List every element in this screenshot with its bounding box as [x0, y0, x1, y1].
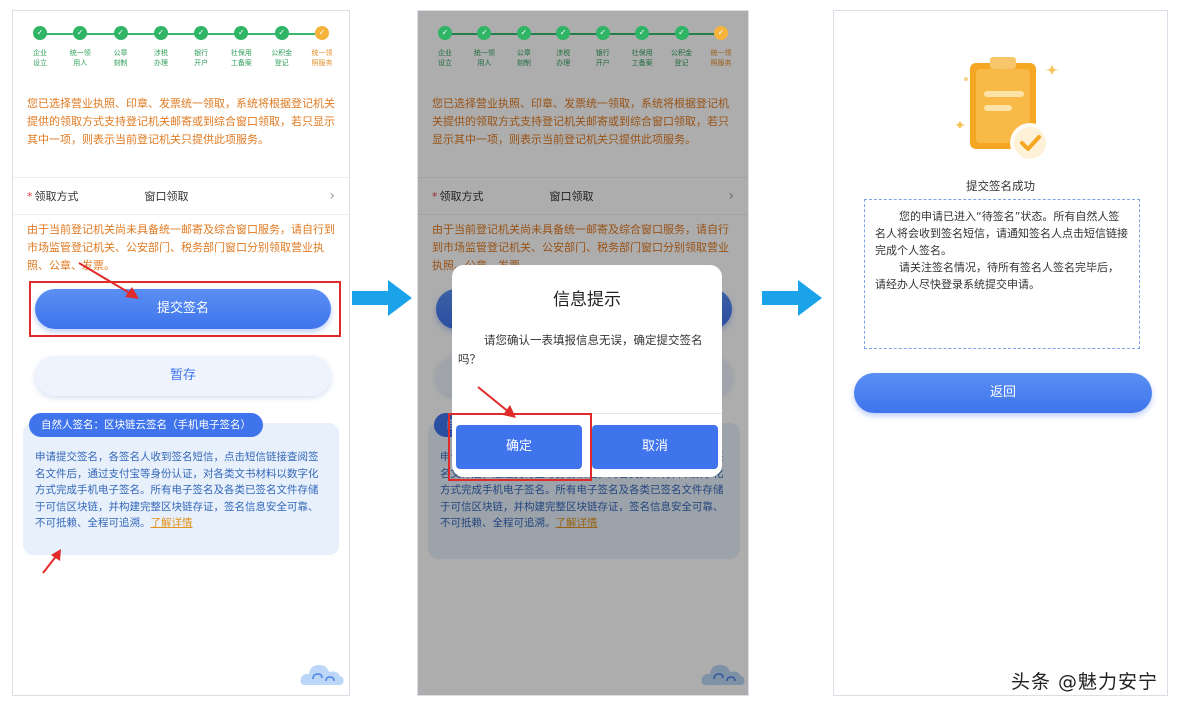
step-label: 企业 设立: [438, 49, 452, 67]
check-icon: ✓: [595, 26, 610, 40]
dialog-title: 信息提示: [553, 290, 621, 310]
step-label: 统一领 照服务: [710, 49, 732, 67]
step-6: ✓ 社保用 工备案: [224, 11, 258, 89]
check-icon: ✓: [314, 26, 329, 40]
pickup-method-value: 窗口领取: [144, 190, 189, 203]
result-message-box: 您的申请已进入“待签名”状态。所有自然人签名人将会收到签名短信，请通知签名人点击…: [864, 199, 1140, 349]
cloud-icon: [300, 665, 344, 685]
step-4: ✓ 涉税 办理: [144, 11, 178, 89]
back-button[interactable]: 返回: [854, 373, 1152, 413]
phone-screen-pickup: ✓ 企业 设立 ✓ 统一领 用人 ✓ 公章 刻制 ✓ 涉税 办理 ✓ 银行 开户 ✓ 社保用…: [12, 10, 350, 696]
info-badge: 自然人签名：区块链云签名（手机电子签名）: [29, 413, 263, 437]
stepper-line: [35, 33, 327, 35]
annotation-arrow-icon: [78, 262, 139, 299]
step-label: 公积金 登记: [671, 49, 693, 67]
check-icon: ✓: [153, 26, 168, 40]
step-label: 统一领 照服务: [311, 49, 333, 67]
step-label: 银行 开户: [595, 49, 610, 67]
step-1: ✓ 企业 设立: [23, 11, 57, 89]
clipboard-success-icon: [956, 57, 1058, 163]
step-4: ✓ 涉税 办理: [546, 11, 580, 89]
learn-more-link[interactable]: 了解详情: [555, 517, 598, 529]
step-label: 公积金 登记: [271, 49, 293, 67]
save-draft-button[interactable]: 暂存: [35, 356, 331, 396]
check-icon: ✓: [438, 26, 452, 40]
progress-stepper: ✓ 企业 设立 ✓ 统一领 用人 ✓ 公章 刻制 ✓ 涉税 办理 ✓ 银行 开户 ✓ 社保用…: [13, 11, 349, 89]
pickup-notice: 您已选择营业执照、印章、发票统一领取，系统将根据登记机关提供的领取方式支持登记机…: [432, 97, 729, 146]
step-label: 统一领 用人: [69, 49, 91, 67]
check-icon: ✓: [477, 26, 492, 40]
check-icon: ✓: [516, 26, 531, 40]
learn-more-link[interactable]: 了解详情: [150, 517, 193, 529]
step-3: ✓ 公章 刻制: [104, 11, 138, 89]
phone-screen-confirm: ✓ 企业 设立 ✓ 统一领 用人 ✓ 公章 刻制 ✓ 涉税 办理 ✓ 银行 开户 ✓ 社保用…: [417, 10, 749, 696]
step-1: ✓ 企业 设立: [428, 11, 462, 89]
annotation-arrow-icon: [42, 549, 61, 574]
flow-arrow-icon: [352, 280, 412, 316]
check-icon: ✓: [713, 26, 728, 40]
result-paragraph-2: 请关注签名情况，待所有签名人签名完毕后，请经办人尽快登录系统提交申请。: [875, 261, 1119, 291]
confirm-dialog: 信息提示 请您确认一表填报信息无误，确定提交签名吗？ 确定 取消: [452, 265, 722, 477]
step-label: 公章 刻制: [516, 49, 531, 67]
stepper-line: [440, 33, 726, 35]
step-7: ✓ 公积金 登记: [665, 11, 699, 89]
step-label: 企业 设立: [33, 49, 47, 67]
check-icon: ✓: [234, 26, 249, 40]
step-5: ✓ 银行 开户: [586, 11, 620, 89]
annotation-arrow-icon: [477, 386, 516, 418]
confirm-button[interactable]: 确定: [456, 425, 582, 469]
step-label: 社保用 工备案: [230, 49, 252, 67]
success-title: 提交签名成功: [966, 179, 1035, 193]
step-8-current: ✓ 统一领 照服务: [704, 11, 738, 89]
annotation-highlight-box: [29, 281, 341, 337]
check-icon: ✓: [674, 26, 689, 40]
pickup-method-label: 领取方式: [34, 190, 79, 203]
check-icon: ✓: [274, 26, 289, 40]
step-8-current: ✓ 统一领 照服务: [305, 11, 339, 89]
step-label: 涉税 办理: [153, 49, 168, 67]
required-mark: *: [432, 189, 438, 203]
info-text: 申请提交签名，各签名人收到签名短信，点击短信链接查阅签名文件后，通过支付宝等身份…: [35, 451, 319, 529]
check-icon: ✓: [635, 26, 650, 40]
pickup-method-value: 窗口领取: [549, 190, 594, 203]
step-3: ✓ 公章 刻制: [507, 11, 541, 89]
result-paragraph-1: 您的申请已进入“待签名”状态。所有自然人签名人将会收到签名短信，请通知签名人点击…: [875, 210, 1128, 257]
step-label: 社保用 工备案: [631, 49, 653, 67]
check-icon: ✓: [556, 26, 571, 40]
chevron-right-icon: ›: [728, 188, 734, 204]
flow-arrow-icon: [762, 280, 822, 316]
cancel-button[interactable]: 取消: [592, 425, 718, 469]
pickup-notice: 您已选择营业执照、印章、发票统一领取，系统将根据登记机关提供的领取方式支持登记机…: [27, 97, 335, 146]
submit-signature-button[interactable]: 提交签名: [35, 289, 331, 329]
step-label: 公章 刻制: [113, 49, 128, 67]
check-icon: ✓: [73, 26, 88, 40]
watermark: 头条 @魅力安宁: [1010, 671, 1158, 693]
dialog-message: 请您确认一表填报信息无误，确定提交签名吗？: [458, 333, 703, 366]
signature-info-card: 自然人签名：区块链云签名（手机电子签名） 申请提交签名，各签名人收到签名短信，点…: [23, 413, 339, 555]
pickup-method-row[interactable]: * 领取方式 窗口领取 ›: [418, 177, 748, 215]
step-7: ✓ 公积金 登记: [265, 11, 299, 89]
chevron-right-icon: ›: [329, 188, 335, 204]
pickup-method-row[interactable]: * 领取方式 窗口领取 ›: [13, 177, 349, 215]
step-5: ✓ 银行 开户: [184, 11, 218, 89]
step-2: ✓ 统一领 用人: [467, 11, 501, 89]
step-label: 统一领 用人: [473, 49, 495, 67]
pickup-note: 由于当前登记机关尚未具备统一邮寄及综合窗口服务，请自行到市场监管登记机关、公安部…: [27, 223, 335, 272]
step-6: ✓ 社保用 工备案: [625, 11, 659, 89]
step-label: 涉税 办理: [556, 49, 571, 67]
step-2: ✓ 统一领 用人: [63, 11, 97, 89]
required-mark: *: [27, 189, 33, 203]
step-label: 银行 开户: [194, 49, 209, 67]
progress-stepper: ✓ 企业 设立 ✓ 统一领 用人 ✓ 公章 刻制 ✓ 涉税 办理 ✓ 银行 开户 ✓ 社保用…: [418, 11, 748, 89]
pickup-method-label: 领取方式: [439, 190, 484, 203]
check-icon: ✓: [33, 26, 47, 40]
cloud-icon: [701, 665, 745, 685]
check-icon: ✓: [113, 26, 128, 40]
check-icon: ✓: [194, 26, 209, 40]
phone-screen-success: 提交签名成功 您的申请已进入“待签名”状态。所有自然人签名人将会收到签名短信，请…: [833, 10, 1168, 696]
annotation-highlight-box: [448, 413, 592, 481]
